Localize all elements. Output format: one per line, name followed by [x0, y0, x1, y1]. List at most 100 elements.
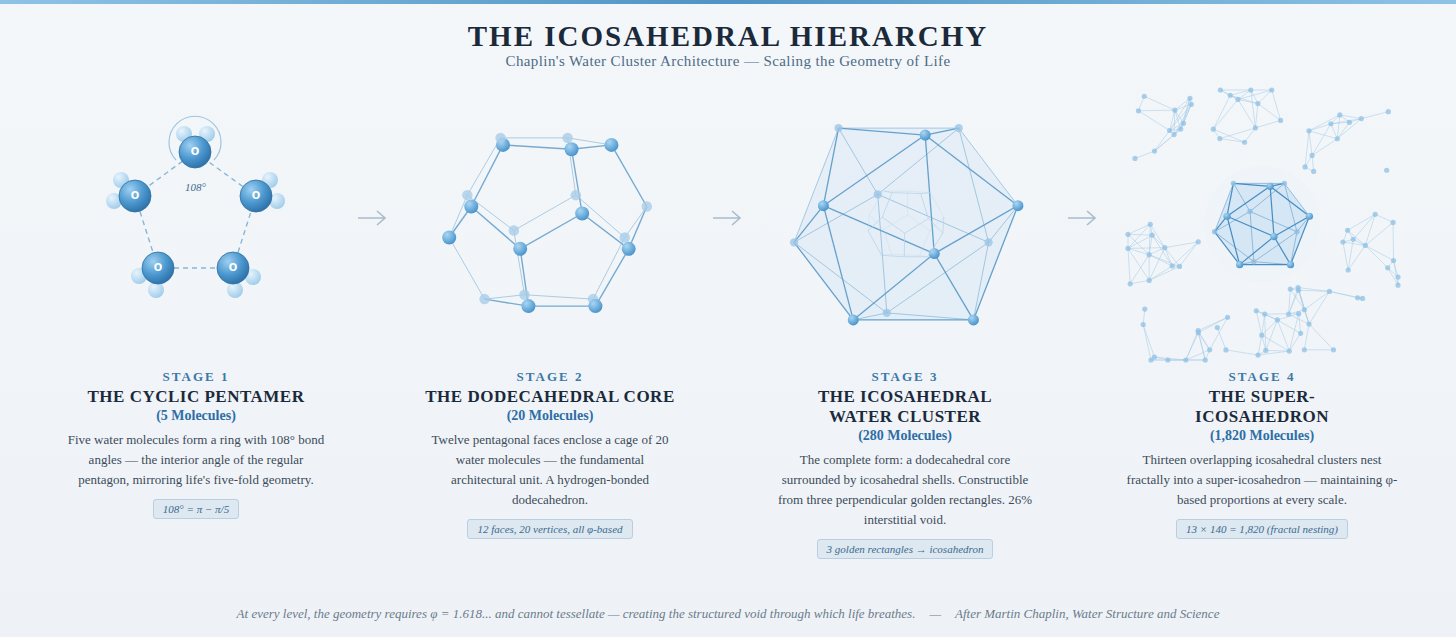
network-edge — [1309, 324, 1333, 350]
oxygen-label: O — [185, 146, 205, 158]
edge — [882, 217, 904, 233]
edge — [930, 193, 944, 217]
formula-badge: 12 faces, 20 vertices, all φ-based — [467, 519, 632, 539]
subtitle: Chaplin's Water Cluster Architecture — S… — [0, 53, 1456, 70]
edge — [884, 191, 908, 192]
edge — [868, 215, 869, 231]
network-edge — [1289, 333, 1300, 351]
vertex — [521, 299, 535, 313]
network-node — [1177, 264, 1182, 269]
network-edge — [1375, 214, 1393, 222]
edge — [1233, 183, 1284, 184]
edge — [1233, 183, 1250, 211]
network-node — [1217, 136, 1222, 141]
vertex — [907, 214, 908, 215]
vertex — [907, 191, 908, 192]
network-edge — [1175, 110, 1181, 129]
vertex — [919, 255, 920, 256]
vertex — [622, 242, 636, 256]
edge — [572, 149, 583, 213]
edge — [823, 135, 925, 206]
formula-text: 108° = π − π/5 — [163, 503, 229, 515]
network-edge — [1299, 314, 1301, 334]
vertex — [1223, 213, 1230, 220]
network-edge — [1365, 245, 1387, 267]
network-edge — [1393, 222, 1394, 260]
stage-number: STAGE 2 — [390, 369, 710, 385]
network-edge — [1149, 266, 1179, 280]
vertex — [1282, 181, 1287, 186]
stage-description: Five water molecules form a ring with 10… — [65, 430, 327, 490]
edge — [514, 231, 525, 295]
stage-title: THE CYCLIC PENTAMER — [46, 387, 346, 407]
network-node — [1363, 243, 1368, 248]
edge — [524, 295, 593, 299]
network-node — [1172, 108, 1177, 113]
hydrogen-atom — [227, 282, 243, 298]
network-node — [1254, 308, 1259, 313]
vertex — [1270, 233, 1277, 240]
vertex — [442, 231, 456, 245]
vertex — [867, 230, 868, 231]
vertex — [883, 309, 891, 317]
vertex — [519, 290, 530, 301]
vertex — [575, 206, 589, 220]
network-node — [1141, 322, 1146, 327]
network-node — [1263, 348, 1268, 353]
network-edge — [1262, 314, 1265, 335]
molecule-count: (280 Molecules) — [745, 428, 1065, 444]
network-edge — [1230, 95, 1258, 103]
stage-column: STAGE 2THE DODECAHEDRAL CORE(20 Molecule… — [390, 369, 710, 539]
network-edge — [1365, 222, 1393, 245]
network-node — [1253, 125, 1258, 130]
edge — [934, 206, 1018, 254]
network-node — [1165, 357, 1170, 362]
network-node — [1196, 330, 1201, 335]
oxygen-label: O — [223, 262, 243, 274]
network-node — [1136, 108, 1141, 113]
vertex — [883, 229, 884, 230]
vertex — [930, 192, 931, 193]
network-edge — [1337, 115, 1340, 139]
network-edge — [1348, 245, 1365, 270]
vertex — [1212, 229, 1217, 234]
edge — [1215, 183, 1234, 231]
network-edge — [1277, 314, 1298, 320]
network-node — [1132, 156, 1137, 161]
molecule-count: (1,820 Molecules) — [1102, 428, 1422, 444]
network-node — [1147, 252, 1152, 257]
face — [1274, 216, 1309, 264]
vertex — [881, 255, 882, 256]
vertex — [904, 256, 905, 257]
vertex — [984, 238, 992, 246]
network-node — [1181, 121, 1186, 126]
vertex — [869, 214, 870, 215]
edge — [1215, 211, 1250, 231]
vertex — [1251, 259, 1256, 264]
oxygen-atom — [240, 180, 272, 212]
edge — [794, 194, 878, 242]
angle-label: 108° — [185, 181, 206, 193]
network-edge — [1175, 98, 1190, 110]
edge — [1291, 232, 1297, 265]
molecule-count: (20 Molecules) — [390, 408, 710, 424]
network-node — [1148, 222, 1153, 227]
network-node — [1346, 267, 1351, 272]
icosahedron — [790, 124, 1023, 325]
stage-number: STAGE 1 — [36, 369, 356, 385]
vertex — [834, 124, 842, 132]
network-node — [1386, 109, 1391, 114]
oxygen-atom — [142, 252, 174, 284]
network-node — [1142, 306, 1147, 311]
network-node — [1311, 169, 1316, 174]
network-node — [1278, 118, 1283, 123]
network-edge — [1329, 291, 1357, 297]
network-edge — [1262, 320, 1278, 335]
edge — [794, 242, 887, 313]
oxygen-atom — [119, 180, 151, 212]
edge — [595, 249, 628, 306]
edge — [823, 206, 934, 254]
edge — [1291, 216, 1310, 264]
separator: — — [929, 606, 941, 622]
network-edge — [1258, 335, 1262, 355]
